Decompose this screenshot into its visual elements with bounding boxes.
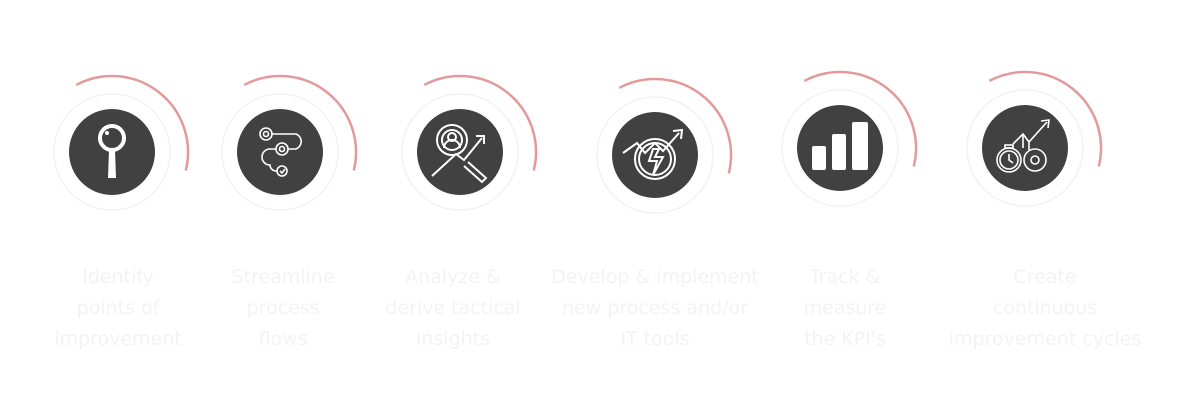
- outer-ring: [596, 96, 714, 214]
- step-label-line: continuous: [992, 297, 1098, 319]
- step-label: Create continuous improvement cycles: [925, 262, 1165, 355]
- step-label-line: new process and/or: [562, 297, 748, 319]
- step-label-line: Create: [1013, 266, 1077, 288]
- step-label-line: measure: [803, 297, 887, 319]
- target-person-growth-icon: [431, 124, 488, 184]
- progress-arc: [618, 77, 733, 174]
- process-flow-gears-icon: [259, 127, 302, 177]
- step-label: Streamline process flows: [163, 262, 403, 355]
- step-badge: [596, 77, 733, 214]
- process-step: Develop & implement new process and/or IT …: [535, 0, 775, 400]
- step-label: Identify points of improvement: [0, 262, 238, 355]
- step-label-line: improvement: [54, 328, 182, 350]
- step-label-line: Streamline: [231, 266, 335, 288]
- outer-ring: [401, 93, 519, 211]
- step-badge: [781, 70, 918, 207]
- step-label-line: insights: [416, 328, 490, 350]
- step-label-line: Develop & implement: [551, 266, 759, 288]
- icon-circle: [237, 109, 323, 195]
- step-label-line: Track &: [809, 266, 881, 288]
- step-badge: [966, 70, 1103, 207]
- step-badge: [221, 74, 358, 211]
- step-badge: [401, 74, 538, 211]
- icon-circle: [982, 105, 1068, 191]
- stopwatch-gear-growth-icon: [996, 119, 1050, 173]
- step-label-line: flows: [258, 328, 308, 350]
- outer-ring: [53, 93, 171, 211]
- step-label-line: Identify: [82, 266, 154, 288]
- progress-arc: [75, 74, 190, 171]
- outer-ring: [781, 89, 899, 207]
- step-label: Develop & implement new process and/or IT …: [535, 262, 775, 355]
- progress-arc: [423, 74, 538, 171]
- step-label-line: IT tools: [620, 328, 690, 350]
- outer-ring: [221, 93, 339, 211]
- progress-arc: [988, 70, 1103, 167]
- progress-arc: [803, 70, 918, 167]
- step-badge: [53, 74, 190, 211]
- step-label-line: improvement cycles: [948, 328, 1142, 350]
- lightning-growth-icon: [622, 128, 684, 180]
- step-label: Analyze & derive tactical insights: [333, 262, 573, 355]
- step-label-line: the KPI's: [804, 328, 886, 350]
- progress-arc: [243, 74, 358, 171]
- process-step: Identify points of improvement: [0, 0, 238, 400]
- step-label-line: Analyze &: [405, 266, 501, 288]
- step-label-line: process: [246, 297, 320, 319]
- process-step: Analyze & derive tactical insights: [333, 0, 573, 400]
- step-label-line: points of: [76, 297, 160, 319]
- outer-ring: [966, 89, 1084, 207]
- process-step: Track & measure the KPI's: [725, 0, 965, 400]
- process-step: Streamline process flows: [163, 0, 403, 400]
- step-label-line: derive tactical: [385, 297, 521, 319]
- magnifier-icon: [98, 124, 126, 178]
- process-step: Create continuous improvement cycles: [925, 0, 1165, 400]
- bar-chart-icon: [812, 122, 868, 170]
- step-label: Track & measure the KPI's: [725, 262, 965, 355]
